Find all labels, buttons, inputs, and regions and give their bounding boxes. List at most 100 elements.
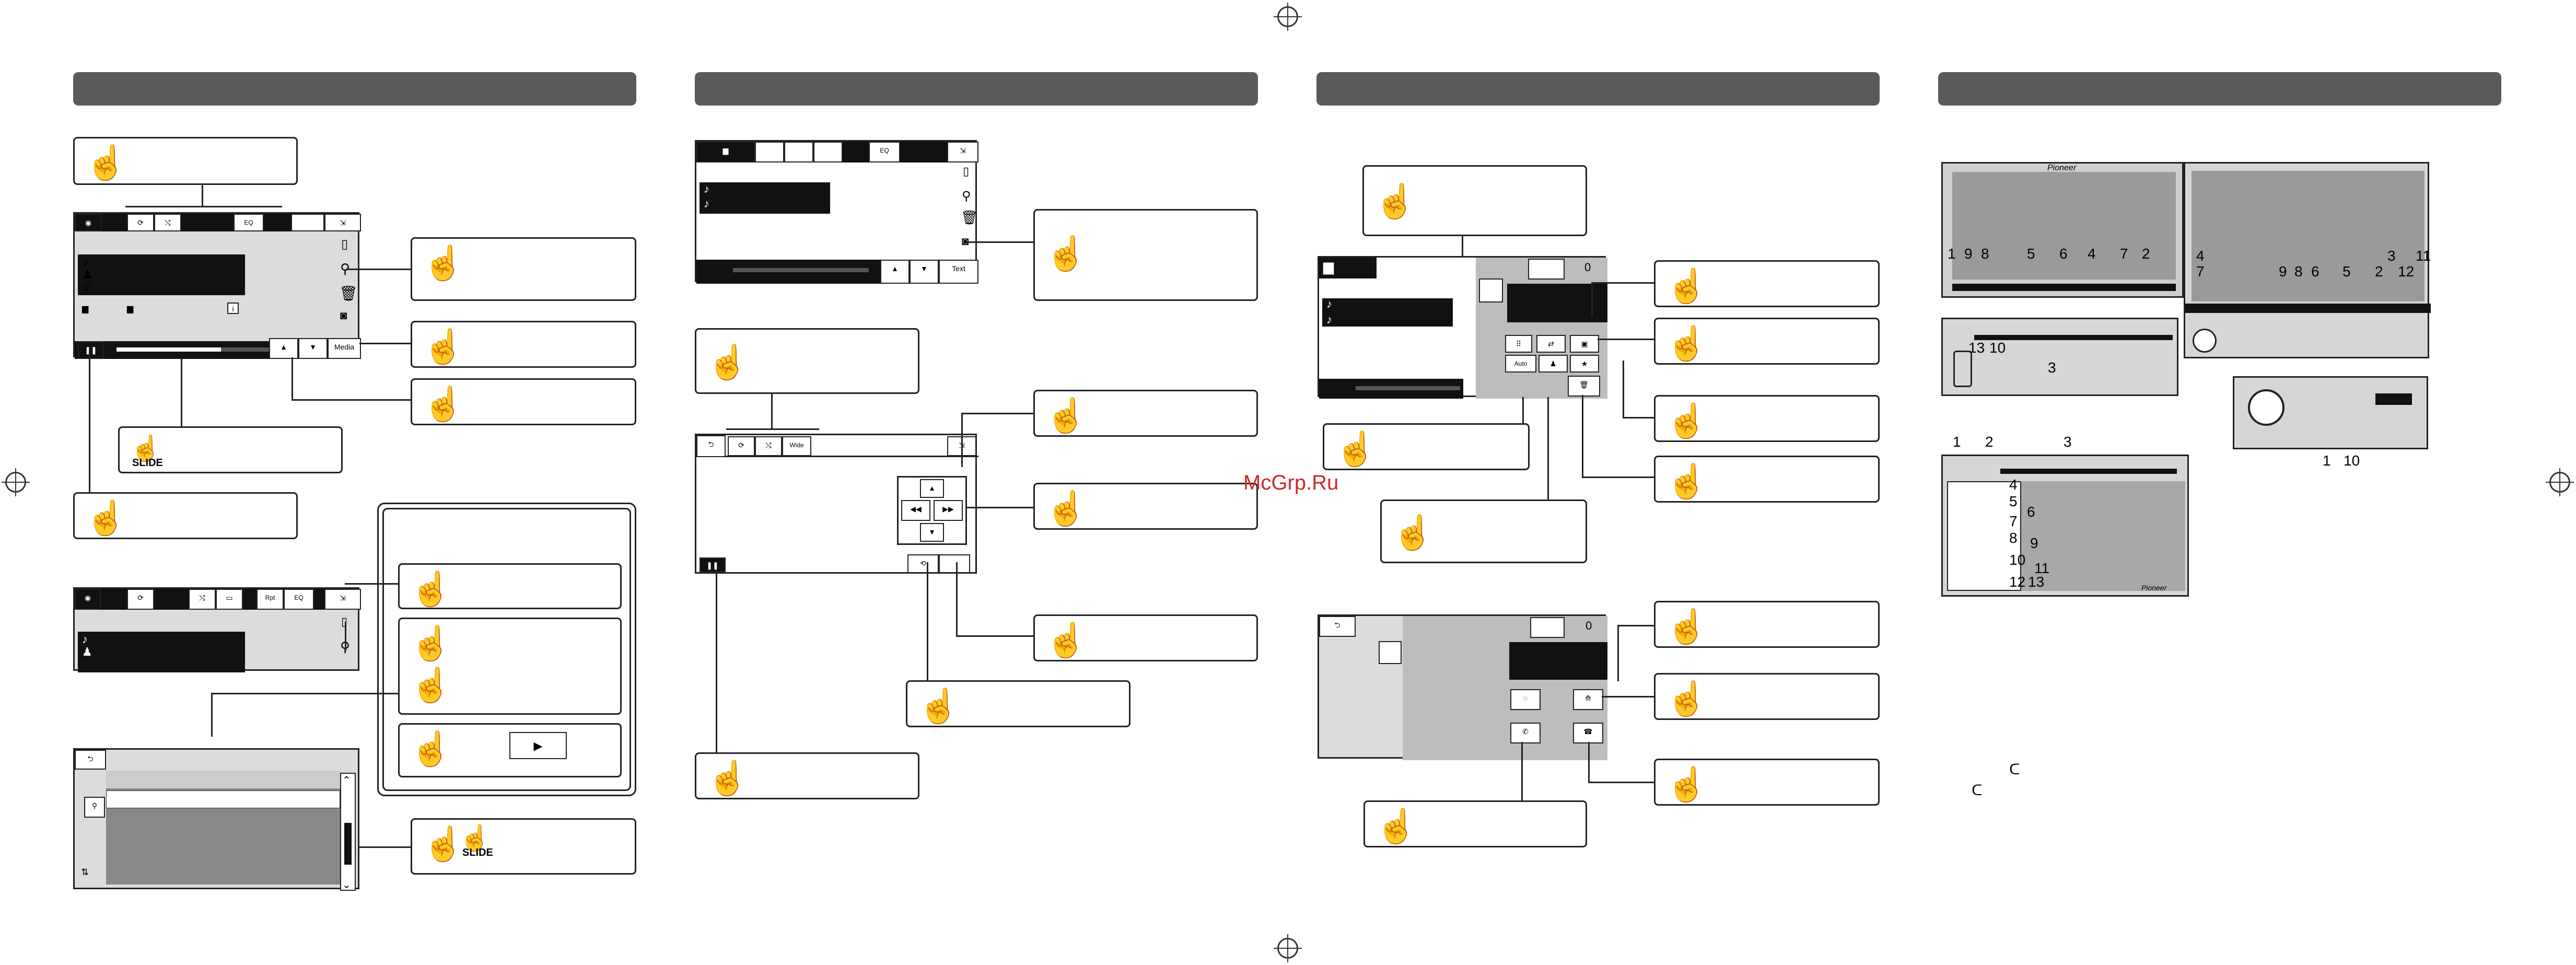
wide-button[interactable]: Wide bbox=[782, 436, 811, 456]
source-icon-button[interactable]: ◉ bbox=[75, 589, 101, 610]
scroll-thumb[interactable] bbox=[344, 823, 352, 865]
unit-screen bbox=[1952, 172, 2176, 280]
pointing-hand-icon: ☝ bbox=[423, 328, 464, 365]
search-icon[interactable]: ⚲ bbox=[962, 189, 971, 203]
connector-line bbox=[1582, 476, 1654, 478]
list-row-selected[interactable] bbox=[106, 790, 340, 808]
trash-icon[interactable]: 🗑 bbox=[339, 285, 358, 301]
shuffle-button[interactable]: ⤭ bbox=[154, 214, 181, 231]
fullscreen-button[interactable]: ⇲ bbox=[947, 142, 978, 162]
call-button[interactable]: ✆ bbox=[1510, 723, 1541, 743]
eq-button[interactable]: EQ bbox=[234, 214, 264, 231]
slide-label: SLIDE bbox=[462, 847, 493, 858]
eq-button[interactable]: EQ bbox=[284, 589, 314, 610]
callout-num: 2 bbox=[1985, 434, 1994, 450]
dial-pad-button[interactable]: ⠿ bbox=[1505, 335, 1532, 353]
callout-num: 10 bbox=[2344, 452, 2360, 469]
auto-button[interactable]: Auto bbox=[1505, 355, 1536, 373]
number-dark-panel bbox=[1509, 642, 1607, 680]
back-button[interactable]: ⮌ bbox=[75, 750, 106, 770]
mute-button[interactable]: ⟰ bbox=[1573, 689, 1603, 710]
toolbar-button[interactable] bbox=[813, 142, 843, 162]
callout-group-3: ☝ ▶ bbox=[398, 723, 622, 777]
media-button[interactable]: Media bbox=[328, 338, 361, 359]
callout-group-1: ☝ bbox=[398, 563, 622, 609]
callout-num: 9 bbox=[2030, 535, 2038, 551]
pointing-hand-icon: ☝ bbox=[1666, 608, 1708, 645]
down-arrow-button[interactable]: ▼ bbox=[920, 523, 944, 542]
info-box[interactable]: i bbox=[227, 303, 239, 314]
slide-gesture-icon: ☝ bbox=[459, 824, 491, 852]
trash-icon[interactable]: 🗑 bbox=[961, 210, 978, 225]
source-icon-button[interactable]: ▆ bbox=[696, 142, 755, 162]
shuffle-button[interactable]: ⤭ bbox=[189, 589, 216, 610]
refresh-button[interactable]: ⟲ bbox=[907, 554, 939, 573]
source-icon: ▆ bbox=[1323, 259, 1334, 274]
callout-phone-bottom: ☝ bbox=[1380, 499, 1587, 563]
callout-num: 5 bbox=[2342, 263, 2351, 280]
volume-knob bbox=[2193, 329, 2217, 353]
transfer-button[interactable]: ⇄ bbox=[1536, 335, 1566, 353]
back-button[interactable]: ⮌ bbox=[1319, 616, 1356, 637]
scroll-down-icon[interactable]: ⌄ bbox=[342, 879, 351, 891]
music-note-icon: ♪ bbox=[82, 255, 88, 270]
fullscreen-button[interactable]: ⇲ bbox=[324, 214, 361, 231]
repeat-button[interactable]: ⟳ bbox=[127, 214, 154, 231]
eq-button[interactable]: EQ bbox=[869, 142, 900, 162]
pointing-hand-icon: ☝ bbox=[707, 343, 749, 381]
delete-button[interactable]: 🗑 bbox=[1568, 376, 1600, 397]
up-arrow-button[interactable]: ▲ bbox=[880, 260, 910, 284]
pause-button[interactable]: ❚❚ bbox=[700, 557, 726, 572]
folder-button[interactable]: ▭ bbox=[216, 589, 243, 610]
contacts-button[interactable]: ▣ bbox=[1570, 335, 1599, 353]
voice-button[interactable]: ♟ bbox=[1538, 355, 1568, 373]
text-button[interactable]: Text bbox=[939, 260, 978, 284]
up-arrow-button[interactable]: ▲ bbox=[920, 479, 944, 498]
callout-num: 13 bbox=[1968, 340, 1985, 356]
blank-toolbar-button[interactable] bbox=[291, 214, 324, 231]
favorite-button[interactable]: ★ bbox=[1570, 355, 1599, 373]
sort-icon[interactable]: ⇅ bbox=[81, 867, 89, 877]
down-arrow-button[interactable]: ▼ bbox=[910, 260, 939, 284]
pointing-hand-icon: ☝ bbox=[1045, 397, 1087, 434]
toolbar-button[interactable] bbox=[755, 142, 784, 162]
phone-icon-box bbox=[1479, 278, 1503, 303]
toolbar-button[interactable] bbox=[784, 142, 813, 162]
camera-icon[interactable]: ◙ bbox=[340, 309, 347, 322]
hangup-button[interactable]: ☎ bbox=[1573, 723, 1603, 743]
list-row[interactable] bbox=[106, 809, 340, 827]
repeat-button[interactable]: ⟳ bbox=[127, 589, 154, 610]
next-track-button[interactable]: ▶▶ bbox=[934, 500, 963, 521]
keypad-screen: ⮌ 0 ◌ ⟰ ✆ ☎ bbox=[1318, 614, 1607, 760]
prev-track-button[interactable]: ◀◀ bbox=[901, 500, 930, 521]
pointing-hand-icon: ☝ bbox=[410, 624, 452, 662]
camera-icon[interactable]: ◙ bbox=[962, 235, 969, 248]
fullscreen-button[interactable]: ⇲ bbox=[324, 589, 361, 610]
pause-button[interactable]: ❚❚ bbox=[78, 341, 104, 359]
pointing-hand-icon: ☝ bbox=[1045, 621, 1087, 659]
play-button[interactable]: ▶ bbox=[509, 732, 567, 759]
misc-glyph: ᑕ bbox=[1972, 782, 1983, 798]
source-icon-button[interactable]: ◉ bbox=[75, 214, 102, 231]
progress-track bbox=[1356, 386, 1460, 390]
up-arrow-button[interactable]: ▲ bbox=[269, 338, 298, 359]
blank-button[interactable] bbox=[939, 554, 970, 573]
number-display: 0 bbox=[1586, 619, 1592, 632]
list-row[interactable] bbox=[106, 771, 340, 788]
head-unit-3: Pioneer bbox=[1941, 455, 2189, 597]
down-arrow-button[interactable]: ▼ bbox=[298, 338, 328, 359]
callout-search: ☝ bbox=[411, 237, 636, 301]
pointing-hand-icon: ☝ bbox=[85, 499, 127, 537]
back-button[interactable]: ⮌ bbox=[696, 435, 726, 457]
scroll-up-icon[interactable]: ⌃ bbox=[342, 775, 351, 786]
repeat-button[interactable]: ⟳ bbox=[728, 436, 755, 456]
shuffle-button[interactable]: ⤭ bbox=[755, 436, 782, 456]
list-search-icon[interactable]: ⚲ bbox=[84, 797, 105, 818]
rpt-button[interactable]: Rpt bbox=[257, 589, 284, 610]
speaker-button[interactable]: ◌ bbox=[1510, 689, 1541, 710]
pointing-hand-icon: ☝ bbox=[1666, 765, 1708, 803]
callout-num: 10 bbox=[1989, 340, 2006, 356]
callout-num: 1 bbox=[2323, 452, 2331, 469]
search-icon[interactable]: ⚲ bbox=[340, 261, 351, 276]
music-note-icon: ♪ bbox=[1326, 313, 1332, 326]
